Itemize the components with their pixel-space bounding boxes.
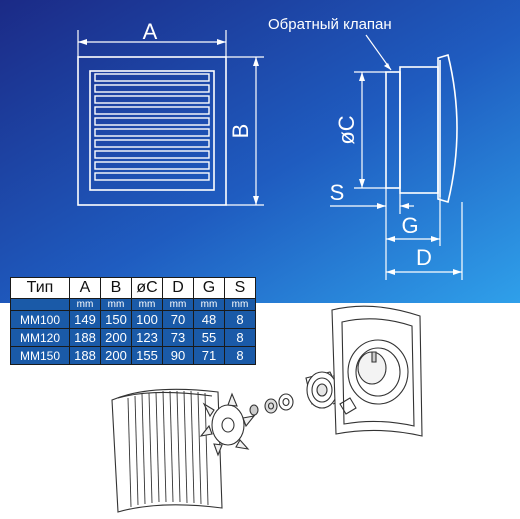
dimension-a xyxy=(77,30,227,57)
spec-value-cell: 150 xyxy=(100,310,132,329)
exploded-housing xyxy=(331,305,423,437)
spec-value-cell: 200 xyxy=(100,328,132,347)
dimension-d-label: D xyxy=(416,245,432,270)
spec-unit-cell: mm xyxy=(100,298,132,311)
dimension-c xyxy=(354,71,386,189)
spec-value-cell: 70 xyxy=(162,310,194,329)
exploded-view xyxy=(111,305,423,513)
dimension-g xyxy=(385,197,441,246)
spec-value-cell: 123 xyxy=(131,328,163,347)
spec-header-cell: B xyxy=(100,277,132,299)
spec-value-cell: 8 xyxy=(224,310,256,329)
spec-unit-cell: mm xyxy=(193,298,225,311)
callout-leader xyxy=(365,34,392,71)
dimension-d xyxy=(385,202,463,280)
spec-value-cell: 8 xyxy=(224,346,256,365)
spec-header-cell: G xyxy=(193,277,225,299)
spec-value-cell: 8 xyxy=(224,328,256,347)
spec-value-cell: 149 xyxy=(69,310,101,329)
table-row: MM120 188 200 123 73 55 8 xyxy=(10,328,256,347)
spec-table-header: Тип A B øC D G S xyxy=(10,277,256,299)
spec-value-cell: 155 xyxy=(131,346,163,365)
side-view-fan xyxy=(385,53,458,204)
dimension-g-label: G xyxy=(401,213,418,238)
spec-header-cell: A xyxy=(69,277,101,299)
spec-value-cell: 48 xyxy=(193,310,225,329)
front-view-grille xyxy=(77,56,227,206)
spec-model-cell: MM100 xyxy=(10,310,70,329)
dimension-b xyxy=(226,56,264,206)
spec-unit-cell: mm xyxy=(224,298,256,311)
table-row: MM150 188 200 155 90 71 8 xyxy=(10,346,256,365)
callout-check-valve: Обратный клапан xyxy=(268,16,392,33)
spec-value-cell: 200 xyxy=(100,346,132,365)
exploded-grille xyxy=(111,388,223,513)
spec-header-cell: øC xyxy=(131,277,163,299)
dimension-b-label: B xyxy=(228,124,253,139)
spec-model-cell: MM150 xyxy=(10,346,70,365)
spec-value-cell: 73 xyxy=(162,328,194,347)
dimension-s-label: S xyxy=(330,180,345,205)
spec-value-cell: 55 xyxy=(193,328,225,347)
table-row: MM100 149 150 100 70 48 8 xyxy=(10,310,256,329)
spec-value-cell: 188 xyxy=(69,346,101,365)
spec-unit-cell: mm xyxy=(69,298,101,311)
spec-unit-cell: mm xyxy=(162,298,194,311)
spec-header-cell: Тип xyxy=(10,277,70,299)
dimension-c-label: øC xyxy=(334,115,359,144)
exploded-hub-parts xyxy=(249,393,294,416)
spec-units-row: mm mm mm mm mm mm xyxy=(10,298,256,311)
spec-header-cell: S xyxy=(224,277,256,299)
spec-header-cell: D xyxy=(162,277,194,299)
spec-unit-cell: mm xyxy=(131,298,163,311)
spec-value-cell: 100 xyxy=(131,310,163,329)
spec-unit-cell xyxy=(10,298,70,311)
spec-value-cell: 188 xyxy=(69,328,101,347)
blue-background-panel xyxy=(0,0,520,303)
dimension-s xyxy=(330,188,414,214)
spec-value-cell: 90 xyxy=(162,346,194,365)
exploded-impeller xyxy=(199,392,256,457)
exploded-motor xyxy=(305,371,344,409)
spec-table: Тип A B øC D G S mm mm mm mm mm mm MM100… xyxy=(10,277,256,365)
spec-value-cell: 71 xyxy=(193,346,225,365)
dimension-a-label: A xyxy=(143,19,158,44)
spec-model-cell: MM120 xyxy=(10,328,70,347)
